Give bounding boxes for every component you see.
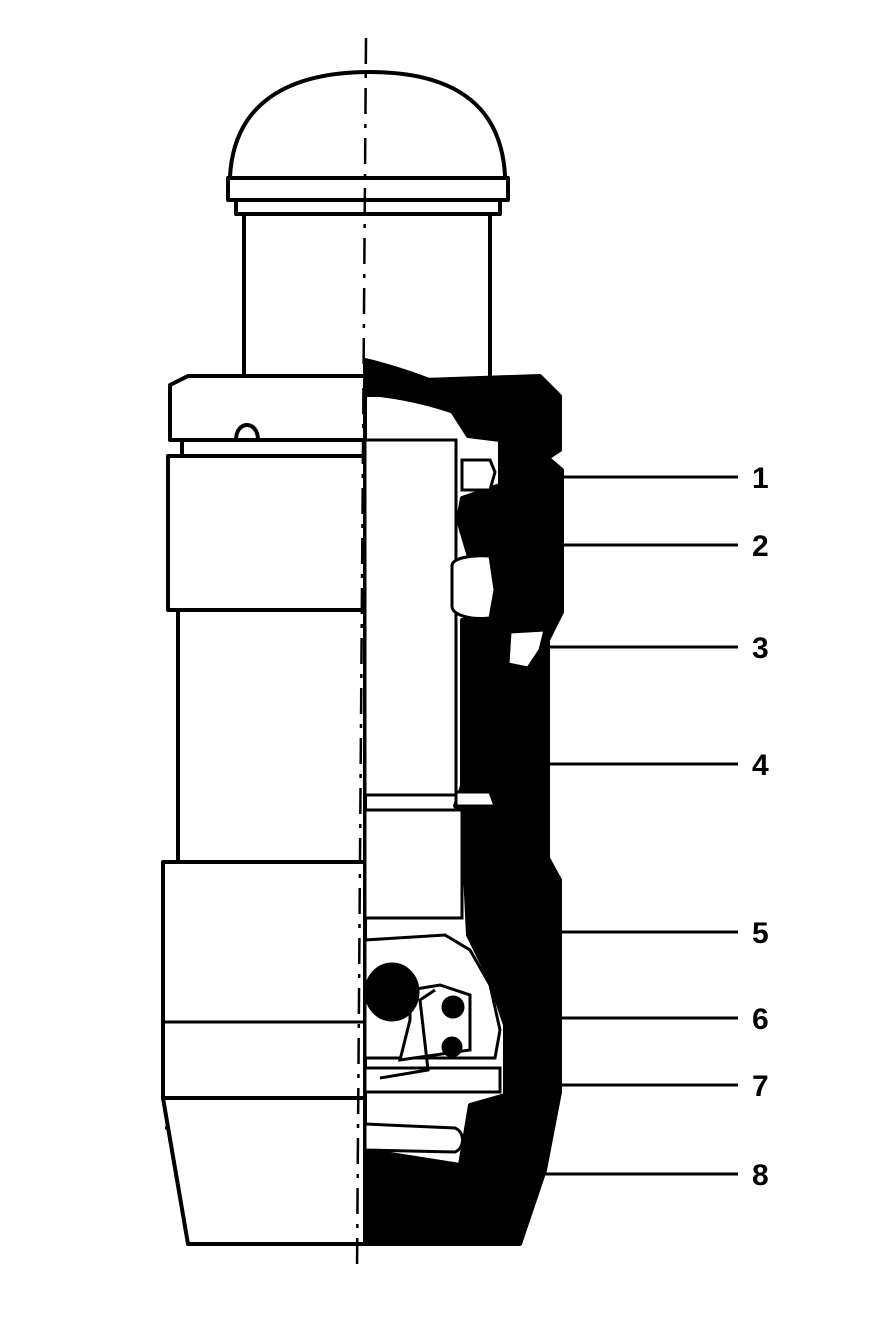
lower-seat-piece — [454, 790, 498, 808]
oil-hole-side — [450, 554, 497, 620]
ball-head-collar — [234, 198, 502, 216]
ball-head-rim — [226, 176, 510, 202]
check-ball-lower — [441, 1036, 463, 1058]
retaining-clip — [234, 423, 260, 442]
centre-axis-line — [355, 37, 368, 1271]
body-tapered-foot — [161, 1096, 367, 1246]
ball-head-dome — [227, 70, 508, 197]
body-top-collar — [168, 374, 367, 442]
callout-label-5: 5 — [752, 917, 769, 950]
plunger-spring-coil — [364, 962, 420, 1022]
callout-label-7: 7 — [752, 1070, 769, 1103]
plunger-bore — [363, 438, 458, 797]
check-ball-upper — [441, 995, 465, 1019]
oil-passage-upper — [460, 458, 497, 492]
internal-components — [363, 438, 547, 1154]
valve-spring-wire — [379, 988, 436, 1080]
body-middle-section — [176, 608, 367, 864]
tappet-exterior-half — [161, 70, 510, 1246]
callout-numbers: 1 2 3 4 5 6 7 8 — [752, 462, 769, 1192]
callout-label-3: 3 — [752, 632, 769, 665]
body-groove — [180, 438, 367, 458]
feed-port — [506, 628, 547, 670]
callout-label-1: 1 — [752, 462, 769, 495]
follower-cup-curve — [363, 358, 502, 420]
callout-leaders — [545, 475, 738, 1176]
callout-label-4: 4 — [752, 749, 769, 782]
body-lower-section — [161, 860, 367, 1100]
plunger-neck — [242, 212, 492, 382]
lower-chamber-plate — [363, 1066, 502, 1094]
plunger-lower-bore — [363, 808, 464, 920]
base-slot — [363, 1122, 464, 1154]
valve-internals — [364, 962, 465, 1080]
callout-label-8: 8 — [752, 1159, 769, 1192]
callout-label-6: 6 — [752, 1003, 769, 1036]
callout-label-2: 2 — [752, 530, 769, 563]
body-upper-section — [166, 454, 367, 612]
